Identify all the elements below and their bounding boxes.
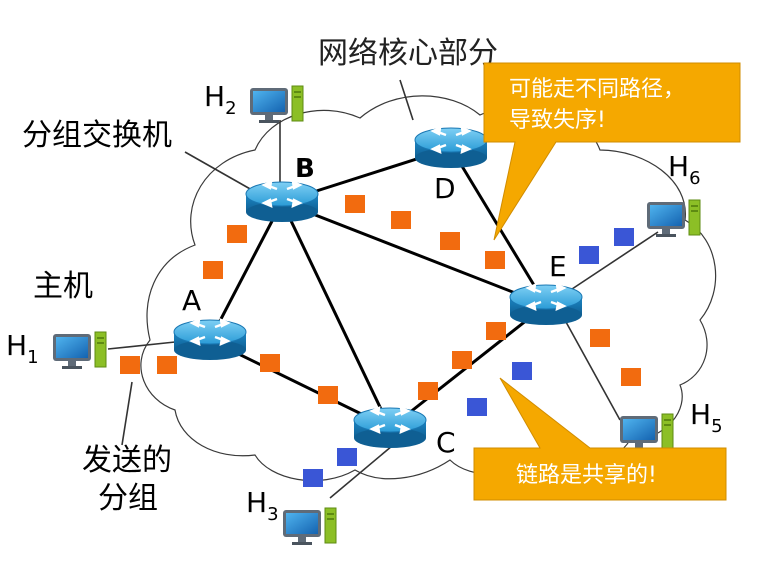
node-label-A: A xyxy=(182,284,201,317)
packet xyxy=(203,261,223,279)
host-label-H3: H3 xyxy=(246,486,279,525)
label-host: 主机 xyxy=(33,269,93,304)
packet xyxy=(579,246,599,264)
packet xyxy=(440,232,460,250)
packet xyxy=(512,362,532,380)
link-B-E xyxy=(281,200,547,307)
packet xyxy=(318,386,338,404)
host-label-H5: H5 xyxy=(690,398,723,437)
packet xyxy=(485,251,505,269)
host-label-H6: H6 xyxy=(668,150,701,189)
host-label-H1: H1 xyxy=(6,329,39,368)
packet xyxy=(452,351,472,369)
router-E xyxy=(508,283,584,327)
packet xyxy=(157,356,177,374)
label-sent-packets-line2: 分组 xyxy=(98,481,158,516)
router-B xyxy=(244,180,320,224)
packet xyxy=(418,382,438,400)
packet xyxy=(345,195,365,213)
pointer-line-switch xyxy=(184,151,253,191)
host-H2-icon xyxy=(249,85,304,124)
packet xyxy=(391,211,411,229)
node-label-D: D xyxy=(434,172,456,205)
pointer-line-title xyxy=(399,79,414,121)
callout-shared-link: 链路是共享的! xyxy=(473,377,727,501)
node-label-E: E xyxy=(549,250,567,283)
router-A xyxy=(172,318,248,362)
node-label-B: B xyxy=(295,154,315,184)
callout-shared-text: 链路是共享的! xyxy=(516,463,657,488)
packet xyxy=(590,329,610,347)
callout-reorder-line1: 可能走不同路径， xyxy=(509,77,685,102)
host-H1-icon xyxy=(52,331,107,370)
host-line-H5 xyxy=(565,321,621,421)
host-lines xyxy=(107,79,659,499)
link-A-B xyxy=(208,201,284,341)
title-network-core: 网络核心部分 xyxy=(318,36,498,71)
packet xyxy=(260,354,280,372)
packet xyxy=(337,448,357,466)
packets-orange xyxy=(120,195,641,404)
host-line-H6 xyxy=(565,231,659,294)
packet xyxy=(120,356,140,374)
label-packet-switch: 分组交换机 xyxy=(22,118,172,153)
packet xyxy=(486,322,506,340)
router-C xyxy=(352,406,428,450)
callout-reorder: 可能走不同路径， 导致失序! xyxy=(483,62,741,241)
packet xyxy=(621,368,641,386)
packet xyxy=(303,469,323,487)
packet xyxy=(467,398,487,416)
callout-reorder-line2: 导致失序! xyxy=(509,108,606,133)
packet xyxy=(614,228,634,246)
pointer-line-packets xyxy=(121,381,133,446)
host-line-H3 xyxy=(329,445,393,499)
host-H3-icon xyxy=(282,507,337,546)
host-H5-icon xyxy=(619,413,674,452)
packet xyxy=(227,225,247,243)
host-line-H1 xyxy=(107,341,176,350)
router-D xyxy=(413,126,489,170)
node-label-C: C xyxy=(436,426,456,459)
host-label-H2: H2 xyxy=(204,80,237,119)
link-B-C xyxy=(280,201,392,429)
packets-blue xyxy=(303,228,634,487)
label-sent-packets-line1: 发送的 xyxy=(82,443,172,478)
